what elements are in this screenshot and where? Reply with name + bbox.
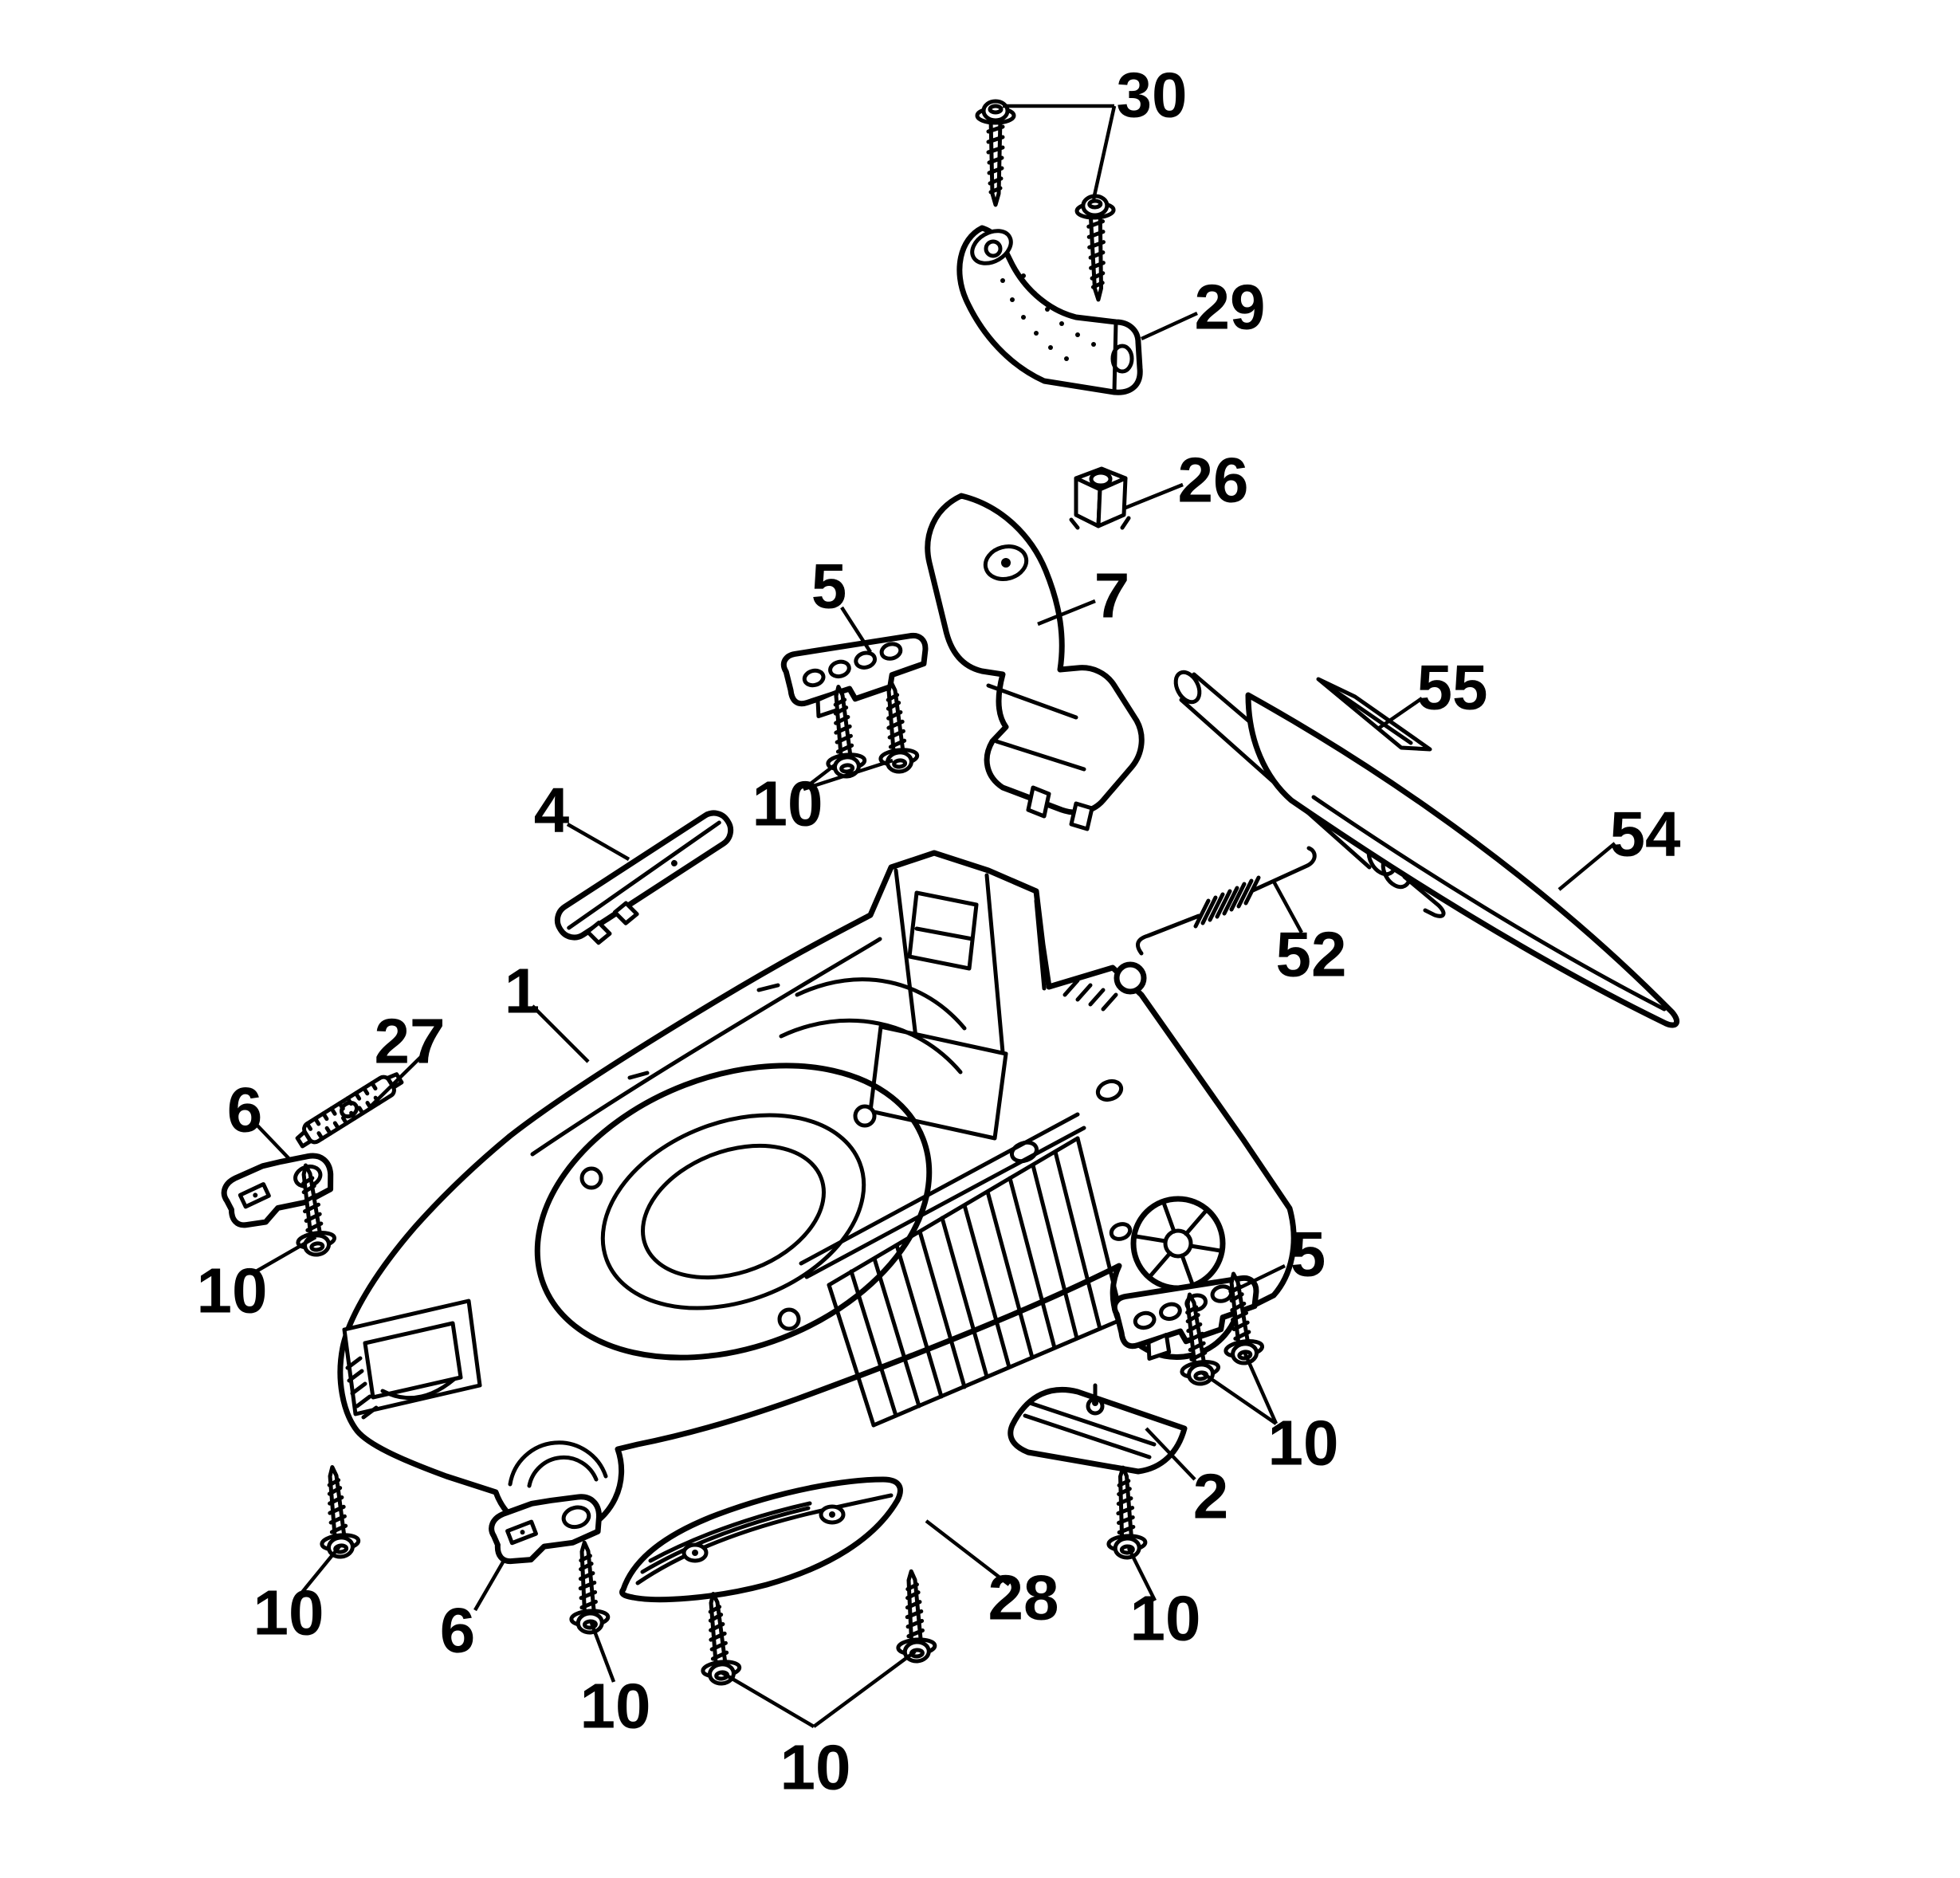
callout-27-leader	[369, 1055, 422, 1108]
callout-52: 52	[1276, 919, 1347, 990]
callout-2-leader	[1145, 1427, 1196, 1481]
part-7-bracket	[925, 493, 1145, 831]
callout-30: 30	[1117, 60, 1188, 131]
callout-52-leader	[1271, 878, 1303, 934]
part-55-wedge	[1316, 677, 1432, 752]
callout-1: 1	[505, 956, 540, 1027]
callout-6-leader	[473, 1559, 505, 1612]
callout-55-leader	[1377, 697, 1424, 730]
callout-10: 10	[1130, 1583, 1201, 1654]
part-52-spring	[1136, 846, 1317, 956]
part-1-deck-housing	[337, 850, 1297, 1538]
callout-26: 26	[1178, 445, 1249, 516]
part-29-handle-grip	[956, 225, 1143, 395]
callout-5-leader	[1228, 1263, 1286, 1295]
callout-1-leader	[531, 1004, 590, 1063]
callout-7-leader	[1037, 599, 1096, 627]
callout-6: 6	[227, 1075, 263, 1145]
callout-10: 10	[752, 768, 823, 839]
callout-28: 28	[988, 1562, 1059, 1633]
callout-30-leader	[1091, 105, 1117, 200]
callout-5-leader	[840, 606, 872, 654]
callout-29: 29	[1195, 272, 1266, 343]
callout-10-leader	[1126, 1546, 1157, 1602]
callout-10-leader	[250, 1236, 317, 1275]
callout-2: 2	[1193, 1461, 1229, 1532]
callout-26-leader	[1125, 482, 1184, 510]
callout-10-leader	[589, 1622, 616, 1683]
callout-10: 10	[780, 1732, 851, 1803]
callout-4-leader	[566, 823, 630, 861]
callout-4: 4	[534, 775, 570, 846]
callout-10-leader	[803, 758, 894, 792]
callout-6: 6	[440, 1595, 476, 1666]
callout-10-leader	[812, 1650, 917, 1728]
rear-wheel	[1130, 1196, 1226, 1291]
callout-54-leader	[1557, 842, 1616, 891]
part-28-skid-plate	[619, 1476, 903, 1603]
callout-10-leader	[1200, 1371, 1278, 1425]
part-26-nut	[1069, 466, 1131, 530]
part-54-discharge-cover	[1173, 670, 1679, 1028]
callout-10: 10	[580, 1671, 651, 1742]
callout-10: 10	[253, 1577, 324, 1648]
part-2-plate	[1007, 1383, 1188, 1475]
callout-5: 5	[811, 551, 847, 622]
callout-10-leader	[299, 1545, 341, 1596]
part-4-trim-strip	[554, 810, 734, 945]
callout-54: 54	[1610, 799, 1681, 870]
callout-10-leader	[802, 764, 836, 791]
callout-6-leader	[254, 1122, 292, 1161]
callout-10-leader	[720, 1671, 815, 1728]
part-27-toothed-plate	[295, 1072, 404, 1149]
callout-29-leader	[1141, 311, 1198, 341]
callout-10: 10	[197, 1255, 268, 1326]
callout-7: 7	[1094, 560, 1130, 631]
callout-28-leader	[925, 1519, 1011, 1586]
callout-5: 5	[1290, 1219, 1326, 1290]
callout-27: 27	[375, 1006, 446, 1077]
callout-10-leader	[1243, 1353, 1279, 1424]
callout-10: 10	[1268, 1408, 1339, 1479]
callout-55: 55	[1417, 652, 1488, 723]
